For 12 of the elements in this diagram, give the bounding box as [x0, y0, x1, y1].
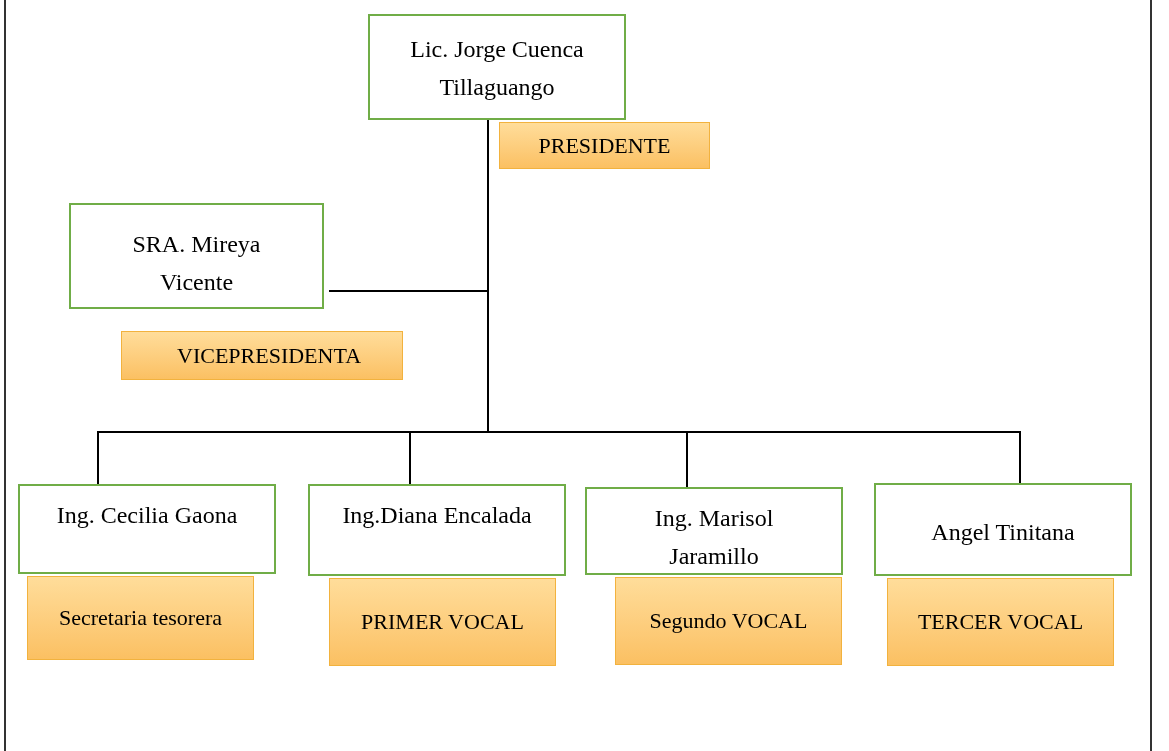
person-box: Ing. Marisol Jaramillo [585, 487, 843, 575]
role-label: PRESIDENTE [499, 122, 710, 169]
person-box: Ing.Diana Encalada [308, 484, 566, 576]
role-label: PRIMER VOCAL [329, 578, 556, 666]
role-label: Secretaria tesorera [27, 576, 254, 660]
role-label: Segundo VOCAL [615, 577, 842, 665]
person-box: Ing. Cecilia Gaona [18, 484, 276, 574]
person-box: SRA. Mireya Vicente [69, 203, 324, 309]
person-box: Lic. Jorge Cuenca Tillaguango [368, 14, 626, 120]
person-box: Angel Tinitana [874, 483, 1132, 576]
role-label: TERCER VOCAL [887, 578, 1114, 666]
role-label: VICEPRESIDENTA [121, 331, 403, 380]
